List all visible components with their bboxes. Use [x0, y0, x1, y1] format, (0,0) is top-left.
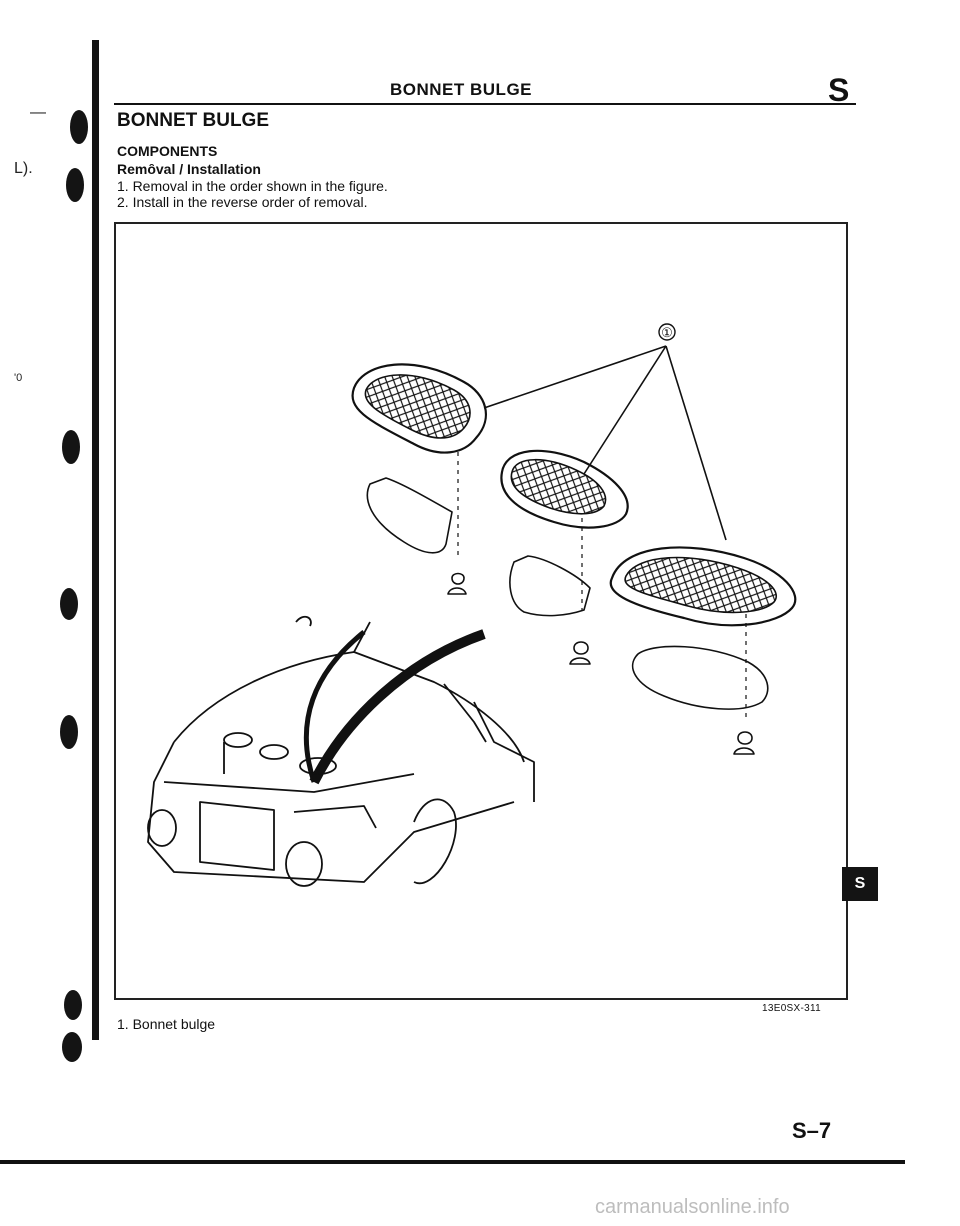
binding-hole — [64, 990, 82, 1020]
bonnet-bulge-diagram: ① — [147, 323, 797, 887]
bulge-middle — [500, 449, 629, 665]
step-2: 2. Install in the reverse order of remov… — [117, 194, 368, 210]
margin-mark-dash: — — [30, 104, 46, 121]
binding-hole — [62, 430, 80, 464]
bulge-right — [609, 546, 797, 755]
watermark: carmanualsonline.info — [595, 1196, 790, 1218]
binding-hole — [70, 110, 88, 144]
section-letter: S — [828, 72, 850, 108]
components-heading: COMPONENTS — [117, 143, 218, 159]
figure-frame — [114, 222, 848, 1000]
margin-mark-o: '0 — [14, 372, 23, 384]
header-rule — [114, 103, 856, 105]
callout-label: ① — [661, 325, 673, 340]
page-number: S–7 — [792, 1118, 832, 1143]
binding-hole — [60, 588, 78, 620]
binding-edge — [92, 40, 99, 1040]
car-illustration — [147, 615, 535, 887]
section-title: BONNET BULGE — [117, 110, 269, 131]
procedure-heading: Remȏval / Installation — [117, 161, 261, 177]
section-tab[interactable]: S — [842, 867, 878, 901]
running-header: BONNET BULGE — [390, 80, 532, 99]
bulge-left — [351, 363, 487, 595]
step-1: 1. Removal in the order shown in the fig… — [117, 178, 388, 194]
binding-hole — [66, 168, 84, 202]
figure-caption: 1. Bonnet bulge — [117, 1016, 216, 1032]
binding-hole — [62, 1032, 82, 1062]
figure-code: 13E0SX-311 — [762, 1003, 821, 1014]
footer-rule — [0, 1160, 905, 1164]
margin-mark-l: L). — [14, 160, 33, 177]
binding-hole — [60, 715, 78, 749]
